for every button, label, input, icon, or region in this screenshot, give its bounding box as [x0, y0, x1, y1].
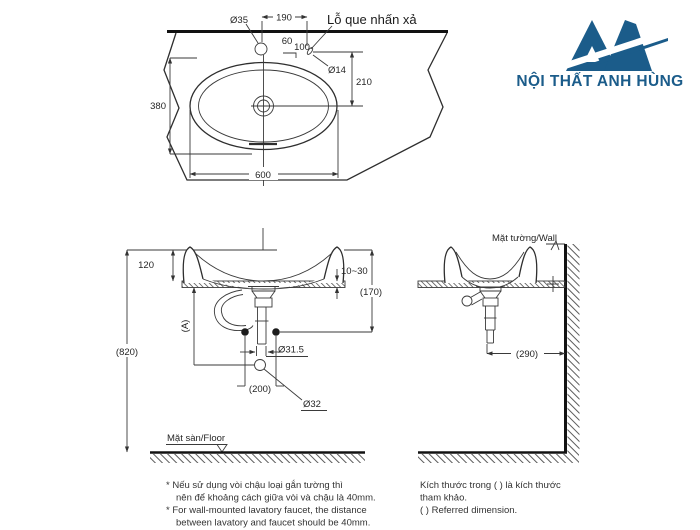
- counter-outline: [163, 32, 448, 181]
- drain-hole-outer: [253, 95, 274, 117]
- dim-290: (290): [486, 344, 566, 360]
- dim-170-label: (170): [360, 287, 382, 298]
- waste-outlet-circle: [254, 359, 266, 371]
- dim-170: (170): [344, 249, 387, 333]
- dim-60-100: 60 100: [282, 36, 310, 58]
- basin-right-rim: [323, 246, 345, 284]
- popup-hole-callout: Lỗ que nhấn xả: [310, 12, 417, 50]
- dim-120-label: 120: [138, 260, 154, 271]
- floor-hatch-side: [418, 454, 579, 463]
- dim-100-label: 100: [294, 42, 310, 53]
- basin-underside: [202, 278, 325, 290]
- dim-popup-dia-label: Ø14: [328, 65, 346, 76]
- dim-60-label: 60: [282, 36, 293, 47]
- note-left-line3: * For wall-mounted lavatory faucet, the …: [166, 505, 367, 516]
- note-right-line1: Kích thước trong ( ) là kích thước: [420, 480, 561, 491]
- drain-side: [476, 286, 505, 344]
- brand-name: NỘI THẤT ANH HÙNG: [516, 72, 683, 90]
- dim-a: (A): [180, 287, 254, 366]
- floor-label: Mặt sàn/Floor: [167, 433, 225, 444]
- floor-front: Mặt sàn/Floor: [150, 433, 365, 463]
- dim-counter-thickness-label: 10~30: [341, 266, 368, 277]
- logo-swoosh-gap: [548, 32, 658, 74]
- note-left-line2: nên để khoảng cách giữa vòi và chậu là 4…: [176, 493, 376, 504]
- overflow-hose: [214, 289, 254, 331]
- logo-swoosh-tail: [592, 38, 668, 66]
- dim-counter-thickness: 10~30: [334, 266, 368, 299]
- note-left-line4: between lavatory and faucet should be 40…: [176, 518, 370, 529]
- dim-outlet-dia: Ø32: [263, 368, 327, 411]
- basin-side-inner-surface: [455, 251, 525, 280]
- note-left-line1: * Nếu sử dụng vòi chậu loại gắn tường th…: [166, 480, 343, 491]
- dim-trap-pipe-dia: Ø31.5: [240, 345, 308, 357]
- dim-600: 600: [189, 110, 339, 181]
- dim-210: 210: [313, 51, 372, 107]
- dim-200-label: (200): [249, 384, 271, 395]
- basin-side-front-rim: [443, 246, 463, 284]
- footnotes: * Nếu sử dụng vòi chậu loại gắn tường th…: [166, 480, 561, 529]
- drain-hole-inner: [257, 99, 270, 113]
- dim-210-label: 210: [356, 77, 372, 88]
- basin-side-back-rim: [518, 246, 538, 284]
- dim-820: (820): [111, 249, 143, 453]
- reference-dot-right: [272, 328, 280, 336]
- dim-a-label: (A): [180, 320, 191, 333]
- basin-side-fill: [444, 247, 537, 288]
- top-plan-view: 190 Ø35 60 100 Lỗ que nhấn xả Ø14 210: [150, 11, 448, 186]
- dim-600-label: 600: [255, 170, 271, 181]
- basin-left-rim: [182, 246, 204, 284]
- note-right-line3: ( ) Referred dimension.: [420, 505, 517, 516]
- side-section-view: Mặt tường/Wall: [417, 233, 580, 463]
- level-triangle-symbol: [216, 444, 228, 453]
- dim-380-label: 380: [150, 101, 166, 112]
- reference-dot-left: [241, 328, 249, 336]
- wall-callout: Mặt tường/Wall: [492, 233, 565, 251]
- floor-side: [418, 451, 579, 463]
- note-right-line2: tham khảo.: [420, 493, 467, 504]
- dim-190-label: 190: [276, 13, 292, 24]
- dim-380: 380: [150, 57, 252, 155]
- floor-hatch: [150, 454, 365, 463]
- popup-hole-callout-label: Lỗ que nhấn xả: [327, 12, 417, 27]
- overflow-hose-side: [461, 291, 483, 307]
- basin-side-underside: [461, 276, 519, 289]
- dim-outlet-dia-label: Ø32: [303, 399, 321, 410]
- dim-popup-dia: Ø14: [312, 54, 346, 76]
- dim-trap-pipe-dia-label: Ø31.5: [278, 345, 304, 356]
- dim-820-label: (820): [116, 347, 138, 358]
- wall-hatch: [567, 244, 580, 454]
- dim-290-label: (290): [516, 349, 538, 360]
- brand-logo: NỘI THẤT ANH HÙNG: [516, 20, 683, 90]
- faucet-hole: [254, 42, 268, 56]
- dim-faucet-dia-label: Ø35: [230, 15, 248, 26]
- dim-190: 190: [261, 11, 308, 46]
- front-section-view: 120 (820) 10~30 (170) (A): [111, 228, 387, 463]
- basin-inner-surface: [194, 252, 333, 282]
- wall-label: Mặt tường/Wall: [492, 233, 557, 244]
- dim-120: 120: [138, 249, 176, 282]
- drain-tailpiece: [248, 286, 279, 345]
- dim-faucet-dia: Ø35: [230, 15, 259, 44]
